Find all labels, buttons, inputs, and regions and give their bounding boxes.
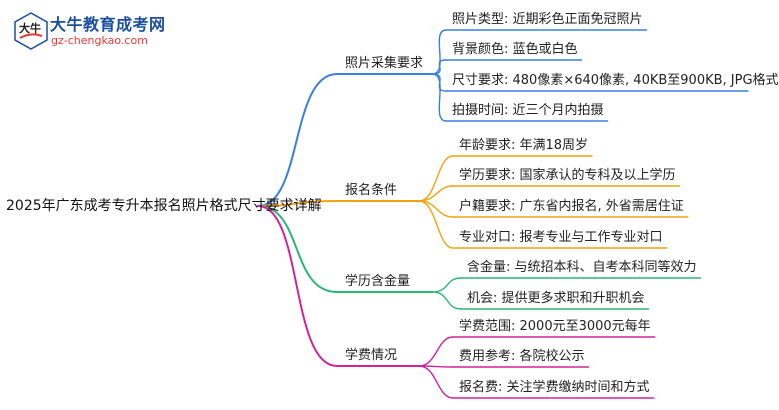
root-connector [257, 73, 338, 207]
root-connector [257, 200, 338, 207]
child-connector [418, 200, 454, 249]
leaf-node: 学费范围: 2000元至3000元每年 [459, 319, 651, 334]
child-connector [431, 277, 462, 293]
logo-badge-text: 大牛 [19, 22, 41, 35]
logo-title: 大牛教育成考网 [50, 15, 166, 34]
child-connector [418, 200, 454, 218]
root-connector [257, 205, 338, 367]
mindmap-root: 2025年广东成考专升本报名照片格式尺寸要求详解 [6, 198, 322, 214]
branch-label: 学费情况 [345, 348, 398, 363]
leaf-node: 照片类型: 近期彩色正面免冠照片 [452, 12, 643, 27]
site-logo: 大牛 大牛教育成考网 gz-chengkao.com [10, 8, 170, 56]
leaf-node: 尺寸要求: 480像素×640像素, 40KB至900KB, JPG格式 [452, 73, 779, 88]
leaf-node: 拍摄时间: 近三个月内拍摄 [452, 103, 604, 118]
leaf-node: 专业对口: 报考专业与工作专业对口 [459, 230, 663, 245]
logo-badge-icon [14, 12, 48, 50]
child-connector [431, 291, 462, 310]
mindmap-connectors [257, 29, 749, 399]
branch-label: 学历含金量 [345, 274, 411, 289]
leaf-node: 户籍要求: 广东省内报名, 外省需居住证 [459, 199, 684, 214]
child-connector [431, 73, 447, 92]
logo-url: gz-chengkao.com [51, 34, 148, 47]
leaf-node: 费用参考: 各院校公示 [459, 349, 585, 364]
child-connector [418, 185, 454, 202]
branch-label: 照片采集要求 [345, 56, 424, 71]
leaf-node: 背景颜色: 蓝色或白色 [452, 42, 578, 57]
root-connector [257, 205, 338, 293]
branch-label: 报名条件 [345, 183, 398, 198]
child-connector [418, 155, 454, 202]
leaf-node: 学历要求: 国家承认的专科及以上学历 [459, 168, 676, 183]
leaf-node: 年龄要求: 年满18周岁 [459, 138, 589, 153]
leaf-node: 报名费: 关注学费缴纳时间和方式 [459, 380, 650, 395]
child-connector [418, 365, 454, 399]
child-connector [431, 29, 447, 75]
leaf-node: 含金量: 与统招本科、自考本科同等效力 [467, 260, 697, 275]
child-connector [418, 336, 454, 367]
child-connector [431, 73, 447, 122]
leaf-node: 机会: 提供更多求职和升职机会 [467, 291, 645, 306]
